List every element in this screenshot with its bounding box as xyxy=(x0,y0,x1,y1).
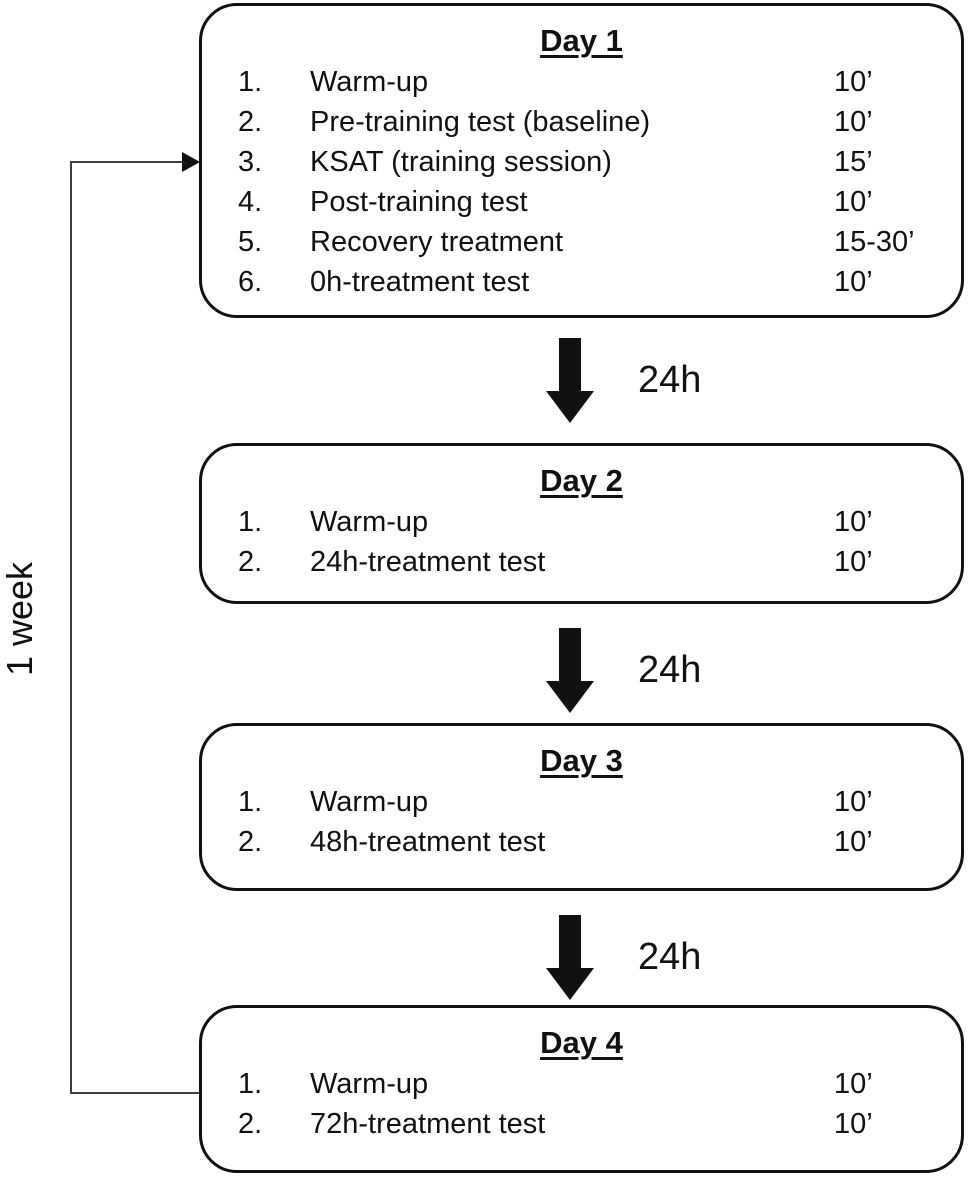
row-label: Warm-up xyxy=(310,66,429,98)
day1-title: Day 1 xyxy=(540,23,623,58)
row-duration: 10’ xyxy=(834,186,873,218)
arrowhead-right-icon xyxy=(182,152,200,172)
row-label: 24h-treatment test xyxy=(310,546,546,578)
row-label: 72h-treatment test xyxy=(310,1108,546,1140)
row-duration: 10’ xyxy=(834,266,873,298)
row-number: 6. xyxy=(238,266,263,298)
protocol-row: 5. Recovery treatment 15-30’ xyxy=(202,222,961,262)
interval-label: 24h xyxy=(638,649,702,691)
protocol-row: 4. Post-training test 10’ xyxy=(202,182,961,222)
row-number: 1. xyxy=(238,66,263,98)
row-number: 1. xyxy=(238,1068,263,1100)
row-duration: 10’ xyxy=(834,1068,873,1100)
row-duration: 10’ xyxy=(834,826,873,858)
row-label: Warm-up xyxy=(310,1068,429,1100)
day1-box: Day 1 1. Warm-up 10’ 2. Pre-training tes… xyxy=(199,3,964,318)
protocol-row: 2. 24h-treatment test 10’ xyxy=(202,542,961,582)
row-duration: 10’ xyxy=(834,66,873,98)
row-number: 4. xyxy=(238,186,263,218)
protocol-row: 3. KSAT (training session) 15’ xyxy=(202,142,961,182)
protocol-row: 1. Warm-up 10’ xyxy=(202,62,961,102)
row-label: Pre-training test (baseline) xyxy=(310,106,651,138)
day2-title: Day 2 xyxy=(540,463,623,498)
protocol-row: 2. 72h-treatment test 10’ xyxy=(202,1104,961,1144)
arrow-down-icon xyxy=(546,628,594,713)
day2-box: Day 2 1. Warm-up 10’ 2. 24h-treatment te… xyxy=(199,443,964,604)
row-duration: 15-30’ xyxy=(834,226,915,258)
arrow-down-icon xyxy=(546,915,594,1000)
row-duration: 10’ xyxy=(834,1108,873,1140)
row-number: 2. xyxy=(238,546,263,578)
day3-title: Day 3 xyxy=(540,743,623,778)
interval-label: 24h xyxy=(638,359,702,401)
row-duration: 10’ xyxy=(834,786,873,818)
interval-label: 24h xyxy=(638,936,702,978)
row-label: Warm-up xyxy=(310,506,429,538)
row-label: 48h-treatment test xyxy=(310,826,546,858)
row-number: 3. xyxy=(238,146,263,178)
protocol-row: 2. 48h-treatment test 10’ xyxy=(202,822,961,862)
row-label: Recovery treatment xyxy=(310,226,564,258)
protocol-row: 1. Warm-up 10’ xyxy=(202,1064,961,1104)
row-number: 1. xyxy=(238,786,263,818)
protocol-row: 6. 0h-treatment test 10’ xyxy=(202,262,961,302)
row-number: 2. xyxy=(238,1108,263,1140)
protocol-row: 2. Pre-training test (baseline) 10’ xyxy=(202,102,961,142)
arrow-down-icon xyxy=(546,338,594,423)
row-duration: 10’ xyxy=(834,506,873,538)
row-label: KSAT (training session) xyxy=(310,146,612,178)
row-number: 2. xyxy=(238,826,263,858)
row-label: 0h-treatment test xyxy=(310,266,530,298)
day4-box: Day 4 1. Warm-up 10’ 2. 72h-treatment te… xyxy=(199,1005,964,1173)
row-duration: 10’ xyxy=(834,106,873,138)
row-label: Post-training test xyxy=(310,186,528,218)
protocol-row: 1. Warm-up 10’ xyxy=(202,782,961,822)
row-number: 1. xyxy=(238,506,263,538)
protocol-row: 1. Warm-up 10’ xyxy=(202,502,961,542)
day4-title: Day 4 xyxy=(540,1025,623,1060)
loop-duration-label: 1 week xyxy=(0,561,40,677)
row-duration: 10’ xyxy=(834,546,873,578)
row-number: 5. xyxy=(238,226,263,258)
day3-box: Day 3 1. Warm-up 10’ 2. 48h-treatment te… xyxy=(199,723,964,891)
row-duration: 15’ xyxy=(834,146,873,178)
row-number: 2. xyxy=(238,106,263,138)
row-label: Warm-up xyxy=(310,786,429,818)
